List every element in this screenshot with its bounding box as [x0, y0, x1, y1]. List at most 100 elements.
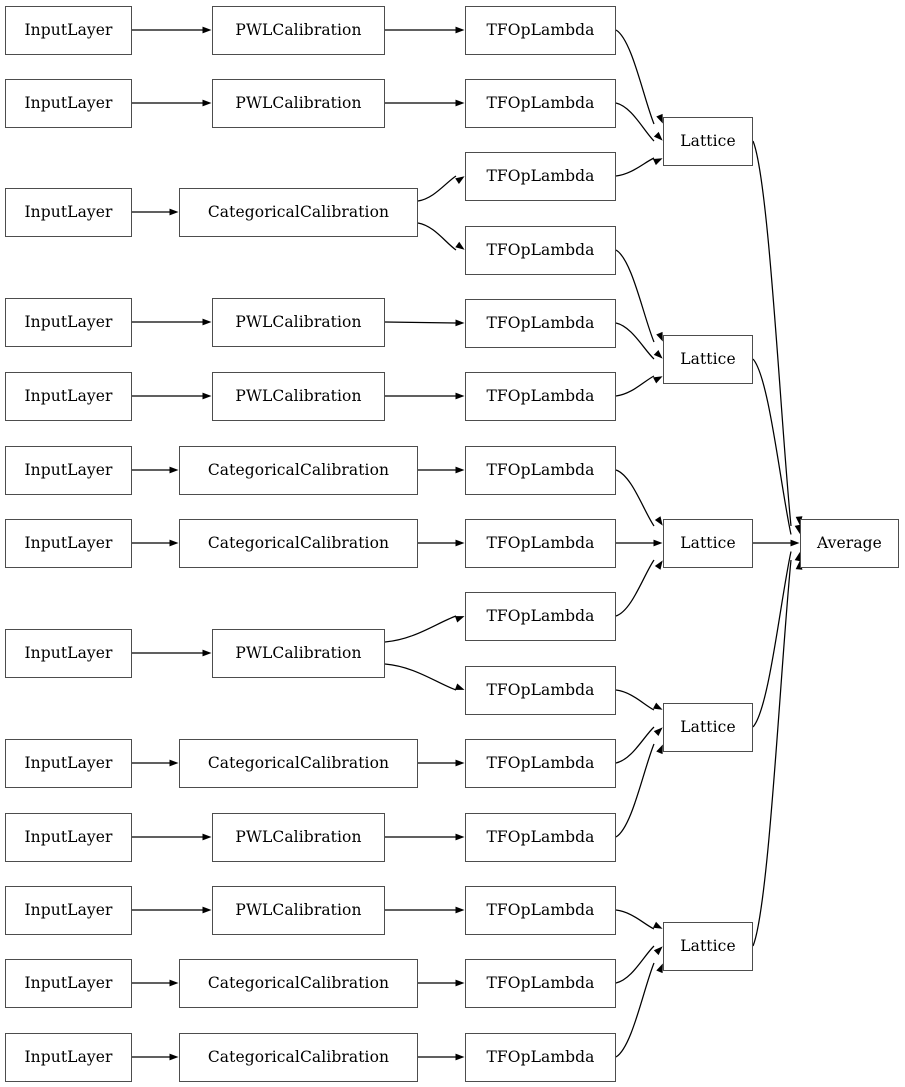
tfop-lambda-node[interactable]: TFOpLambda	[465, 739, 616, 788]
edge-op6-to-lat2	[615, 375, 655, 397]
arrowhead-op5-to-lat2	[653, 349, 663, 359]
calibration-label: CategoricalCalibration	[207, 202, 390, 221]
edge-cal4-to-op5	[384, 321, 457, 324]
calibration-node[interactable]: PWLCalibration	[212, 886, 385, 935]
lattice-label: Lattice	[680, 131, 736, 150]
input-layer-node[interactable]: InputLayer	[5, 6, 132, 55]
edge-cal8-to-op9	[384, 615, 457, 643]
arrowhead-op8-to-lat3	[653, 539, 663, 547]
calibration-node[interactable]: CategoricalCalibration	[179, 739, 418, 788]
calibration-node[interactable]: PWLCalibration	[212, 6, 385, 55]
tfop-lambda-node[interactable]: TFOpLambda	[465, 446, 616, 495]
calibration-node[interactable]: CategoricalCalibration	[179, 519, 418, 568]
calibration-node[interactable]: CategoricalCalibration	[179, 1033, 418, 1082]
tfop-lambda-node[interactable]: TFOpLambda	[465, 959, 616, 1008]
arrowhead-in9-to-cal9	[169, 759, 179, 767]
edge-op11-to-lat4	[615, 726, 655, 764]
calibration-node[interactable]: PWLCalibration	[212, 298, 385, 347]
input-layer-node[interactable]: InputLayer	[5, 1033, 132, 1082]
input-layer-label: InputLayer	[24, 533, 113, 552]
input-layer-node[interactable]: InputLayer	[5, 446, 132, 495]
tfop-lambda-node[interactable]: TFOpLambda	[465, 226, 616, 275]
tfop-lambda-node[interactable]: TFOpLambda	[465, 79, 616, 128]
tfop-lambda-label: TFOpLambda	[486, 827, 595, 846]
arrowhead-cal3-to-op4	[455, 241, 465, 250]
lattice-node[interactable]: Lattice	[663, 703, 753, 752]
arrowhead-cal9-to-op11	[455, 759, 465, 767]
tfop-lambda-node[interactable]: TFOpLambda	[465, 6, 616, 55]
lattice-node[interactable]: Lattice	[663, 922, 753, 971]
average-node[interactable]: Average	[800, 519, 899, 568]
input-layer-node[interactable]: InputLayer	[5, 298, 132, 347]
tfop-lambda-label: TFOpLambda	[486, 533, 595, 552]
calibration-label: PWLCalibration	[235, 312, 362, 331]
edge-lat4-to-avg	[752, 551, 792, 728]
input-layer-node[interactable]: InputLayer	[5, 739, 132, 788]
calibration-node[interactable]: PWLCalibration	[212, 813, 385, 862]
tfop-lambda-node[interactable]: TFOpLambda	[465, 592, 616, 641]
calibration-node[interactable]: PWLCalibration	[212, 629, 385, 678]
input-layer-node[interactable]: InputLayer	[5, 519, 132, 568]
arrowhead-in10-to-cal10	[202, 833, 212, 841]
arrowhead-in6-to-cal6	[169, 466, 179, 474]
input-layer-label: InputLayer	[24, 753, 113, 772]
arrowhead-in1-to-cal1	[202, 26, 212, 34]
tfop-lambda-node[interactable]: TFOpLambda	[465, 813, 616, 862]
arrowhead-lat4-to-avg	[794, 551, 802, 562]
tfop-lambda-label: TFOpLambda	[486, 166, 595, 185]
arrowhead-op4-to-lat2	[656, 331, 663, 342]
input-layer-label: InputLayer	[24, 1047, 113, 1066]
arrowhead-in12-to-cal12	[169, 979, 179, 987]
edge-op5-to-lat2	[615, 322, 655, 360]
tfop-lambda-node[interactable]: TFOpLambda	[465, 372, 616, 421]
tfop-lambda-node[interactable]: TFOpLambda	[465, 152, 616, 201]
calibration-node[interactable]: PWLCalibration	[212, 372, 385, 421]
arrowhead-op1-to-lat1	[656, 113, 663, 124]
input-layer-label: InputLayer	[24, 460, 113, 479]
input-layer-node[interactable]: InputLayer	[5, 372, 132, 421]
lattice-node[interactable]: Lattice	[663, 335, 753, 384]
calibration-node[interactable]: CategoricalCalibration	[179, 446, 418, 495]
tfop-lambda-node[interactable]: TFOpLambda	[465, 1033, 616, 1082]
calibration-label: CategoricalCalibration	[207, 460, 390, 479]
input-layer-label: InputLayer	[24, 386, 113, 405]
arrowhead-cal10-to-op12	[455, 833, 465, 841]
input-layer-node[interactable]: InputLayer	[5, 959, 132, 1008]
tfop-lambda-label: TFOpLambda	[486, 313, 595, 332]
tfop-lambda-label: TFOpLambda	[486, 606, 595, 625]
arrowhead-op3-to-lat1	[652, 158, 663, 166]
input-layer-label: InputLayer	[24, 93, 113, 112]
calibration-node[interactable]: CategoricalCalibration	[179, 959, 418, 1008]
calibration-node[interactable]: PWLCalibration	[212, 79, 385, 128]
tfop-lambda-label: TFOpLambda	[486, 20, 595, 39]
tfop-lambda-label: TFOpLambda	[486, 680, 595, 699]
tfop-lambda-label: TFOpLambda	[486, 93, 595, 112]
edge-op2-to-lat1	[615, 102, 655, 142]
input-layer-node[interactable]: InputLayer	[5, 188, 132, 237]
tfop-lambda-node[interactable]: TFOpLambda	[465, 666, 616, 715]
lattice-node[interactable]: Lattice	[663, 519, 753, 568]
tfop-lambda-label: TFOpLambda	[486, 240, 595, 259]
edge-op1-to-lat1	[615, 29, 655, 125]
lattice-node[interactable]: Lattice	[663, 117, 753, 166]
edge-op4-to-lat2	[615, 249, 655, 343]
edge-op14-to-lat5	[615, 945, 655, 984]
input-layer-node[interactable]: InputLayer	[5, 886, 132, 935]
arrowhead-cal8-to-op9	[454, 616, 465, 623]
tfop-lambda-node[interactable]: TFOpLambda	[465, 299, 616, 348]
arrowhead-in4-to-cal4	[202, 318, 212, 326]
arrowhead-cal4-to-op5	[455, 319, 465, 327]
tfop-lambda-node[interactable]: TFOpLambda	[465, 519, 616, 568]
edge-cal3-to-op4	[417, 222, 457, 251]
calibration-node[interactable]: CategoricalCalibration	[179, 188, 418, 237]
calibration-label: PWLCalibration	[235, 900, 362, 919]
input-layer-label: InputLayer	[24, 973, 113, 992]
input-layer-node[interactable]: InputLayer	[5, 629, 132, 678]
input-layer-node[interactable]: InputLayer	[5, 813, 132, 862]
arrowhead-op15-to-lat5	[656, 963, 663, 974]
input-layer-node[interactable]: InputLayer	[5, 79, 132, 128]
tfop-lambda-node[interactable]: TFOpLambda	[465, 886, 616, 935]
lattice-label: Lattice	[680, 717, 736, 736]
arrowhead-in2-to-cal2	[202, 99, 212, 107]
arrowhead-lat3-to-avg	[790, 539, 800, 547]
